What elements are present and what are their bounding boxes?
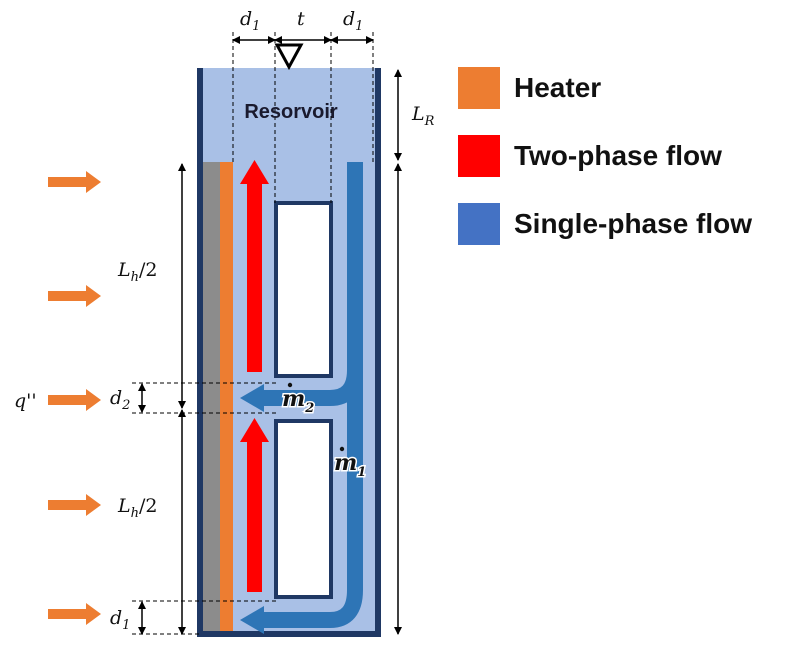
legend-label-single-phase: Single-phase flow [514,208,753,239]
legend-item-two-phase: Two-phase flow [458,134,722,178]
two-phase-riser-upper [247,182,262,372]
label-LR: LR [411,103,435,129]
heat-arrow-icon [48,171,101,193]
heater-strip [220,162,233,632]
legend-label-heater: Heater [514,72,602,103]
extension-lines-top [232,32,374,203]
free-surface-icon [274,43,304,71]
label-q-flux: q'' [14,390,37,412]
two-phase-upper-arrowhead [240,160,269,184]
label-m-dot-1: m1 [334,450,366,480]
upper-divider-block [274,201,333,378]
m-dot-1-dot [339,446,345,452]
two-phase-riser-lower [247,440,262,592]
label-d1-top-right: d1 [343,8,363,34]
heat-arrow-icon [48,285,101,307]
label-m-dot-2: m2 [282,386,314,416]
heat-arrow-icon [48,603,101,625]
lower-divider-block [274,419,333,599]
single-phase-middle-arrowhead [240,384,264,412]
two-phase-lower-arrowhead [240,418,269,442]
heat-arrow-icon [48,494,101,516]
gray-wall [203,162,220,632]
extension-lines-left [132,382,276,635]
legend-item-heater: Heater [458,66,601,110]
single-phase-bottom-arrowhead [240,606,264,634]
legend-swatch-two-phase [458,135,500,177]
legend-item-single-phase: Single-phase flow [458,202,752,246]
heat-flux-arrows [48,171,101,625]
label-t-top: t [297,8,305,30]
single-phase-downcomer [262,162,363,628]
label-Lh-half-upper: Lh/2 [117,259,158,285]
label-d1-bottom: d1 [110,607,130,633]
reservoir-label: Resorvoir [244,101,338,123]
label-Lh-half-lower: Lh/2 [117,495,158,521]
vessel-outline [197,68,381,637]
single-phase-branch [262,369,363,406]
label-d2: d2 [110,387,130,413]
legend-swatch-single-phase [458,203,500,245]
label-d1-top-left: d1 [240,8,260,34]
legend-label-two-phase: Two-phase flow [514,140,722,171]
legend-swatch-heater [458,67,500,109]
heat-arrow-icon [48,389,101,411]
m-dot-2-dot [287,382,293,388]
